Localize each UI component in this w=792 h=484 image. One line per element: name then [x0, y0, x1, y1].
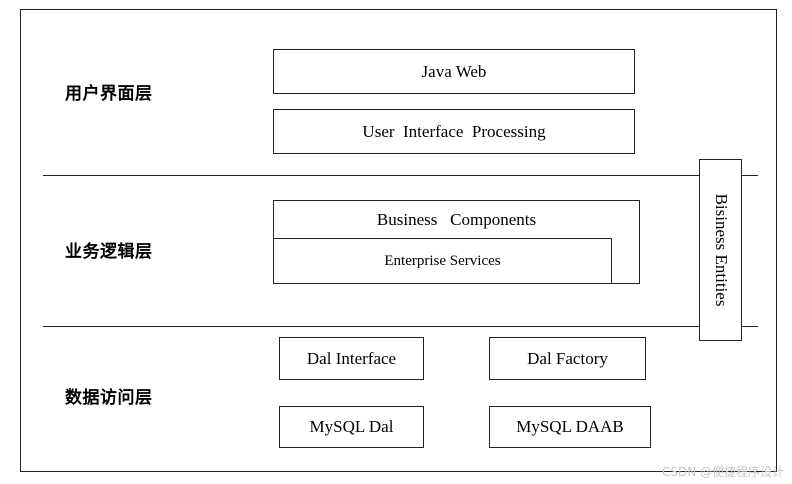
watermark: CSDN @便捷程序设计	[661, 465, 784, 479]
dal-interface-box: Dal Interface	[279, 337, 424, 380]
dal-factory-box: Dal Factory	[489, 337, 646, 380]
enterprise-services-label: Enterprise Services	[384, 252, 501, 269]
ui-processing-label: User Interface Processing	[362, 121, 546, 141]
dal-factory-label: Dal Factory	[527, 348, 608, 368]
business-entities-label: Bisiness Entities	[711, 193, 731, 307]
layer-divider-bottom	[43, 326, 758, 327]
java-web-box: Java Web	[273, 49, 635, 94]
mysql-dal-label: MySQL Dal	[309, 417, 394, 436]
data-access-layer-label: 数据访问层	[65, 388, 153, 408]
mysql-daab-label: MySQL DAAB	[516, 417, 624, 436]
dal-interface-label: Dal Interface	[306, 348, 397, 368]
diagram-frame	[20, 9, 777, 472]
business-layer-label: 业务逻辑层	[65, 242, 153, 262]
mysql-dal-box: MySQL Dal	[279, 406, 424, 448]
business-entities-box: Bisiness Entities	[699, 159, 742, 341]
enterprise-services-box: Enterprise Services	[273, 238, 612, 284]
mysql-daab-box: MySQL DAAB	[489, 406, 651, 448]
ui-layer-label: 用户界面层	[65, 84, 153, 104]
business-components-label: Business Components	[376, 210, 537, 229]
ui-processing-box: User Interface Processing	[273, 109, 635, 154]
layer-divider-top	[43, 175, 758, 176]
java-web-label: Java Web	[421, 61, 487, 81]
